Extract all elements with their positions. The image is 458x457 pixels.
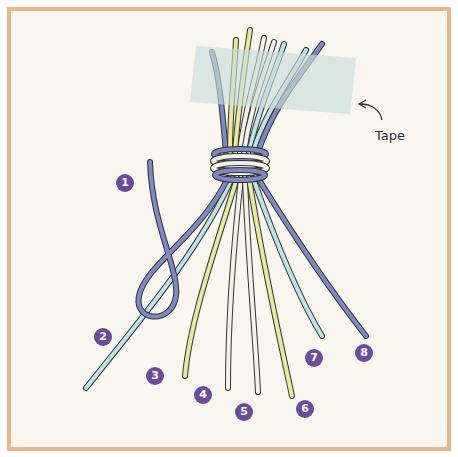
- callout-number: 4: [194, 386, 212, 404]
- callout-number: 8: [355, 344, 373, 362]
- tape-strip: [190, 46, 356, 114]
- callout-number: 7: [305, 349, 323, 367]
- callout-number: 3: [146, 367, 164, 385]
- callout-number: 5: [235, 403, 253, 421]
- tape-pointer: [359, 100, 382, 120]
- wrap-knot: [213, 149, 267, 180]
- part-label: Tape: [375, 128, 405, 144]
- callout-number: 6: [296, 400, 314, 418]
- callout-number: 1: [116, 174, 134, 192]
- lower-strands: [86, 162, 366, 396]
- callout-number: 2: [94, 328, 112, 346]
- frame: [9, 9, 449, 449]
